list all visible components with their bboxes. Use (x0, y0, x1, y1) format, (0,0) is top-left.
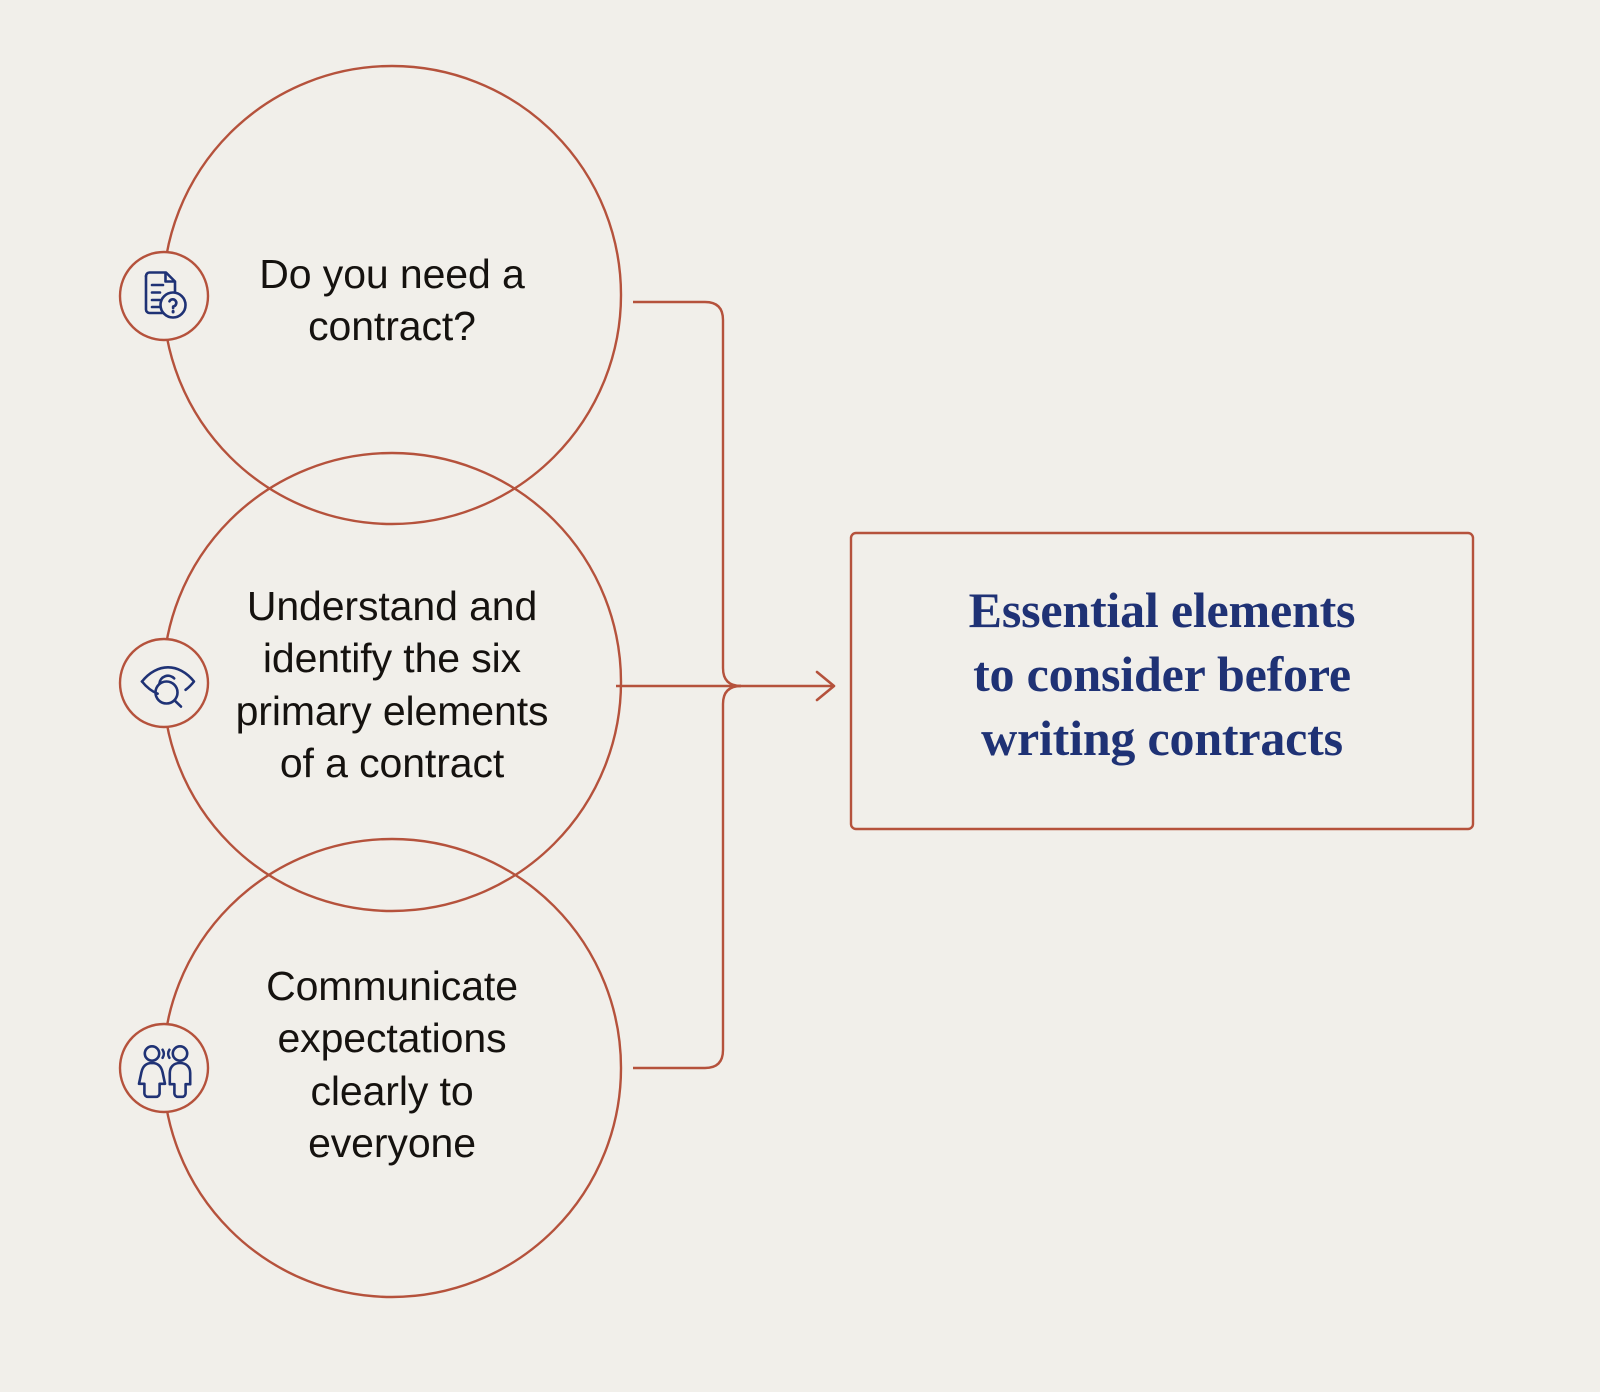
node-circle-2[interactable] (161, 451, 623, 913)
badge-1[interactable] (118, 250, 210, 342)
connector-arrowhead (815, 670, 836, 702)
node-circle-3[interactable] (161, 837, 623, 1299)
document-question-icon (144, 271, 187, 319)
connector-bottom (633, 684, 742, 1070)
connector-lines (616, 300, 836, 1070)
eye-search-icon (140, 666, 196, 708)
result-box[interactable] (849, 531, 1475, 831)
two-people-speaking-icon (137, 1045, 192, 1099)
badge-3[interactable] (118, 1022, 210, 1114)
badge-2[interactable] (118, 637, 210, 729)
badge-circle-3 (118, 1022, 210, 1114)
connector-top (633, 300, 742, 688)
node-circles (161, 64, 623, 1299)
node-circle-1[interactable] (161, 64, 623, 526)
